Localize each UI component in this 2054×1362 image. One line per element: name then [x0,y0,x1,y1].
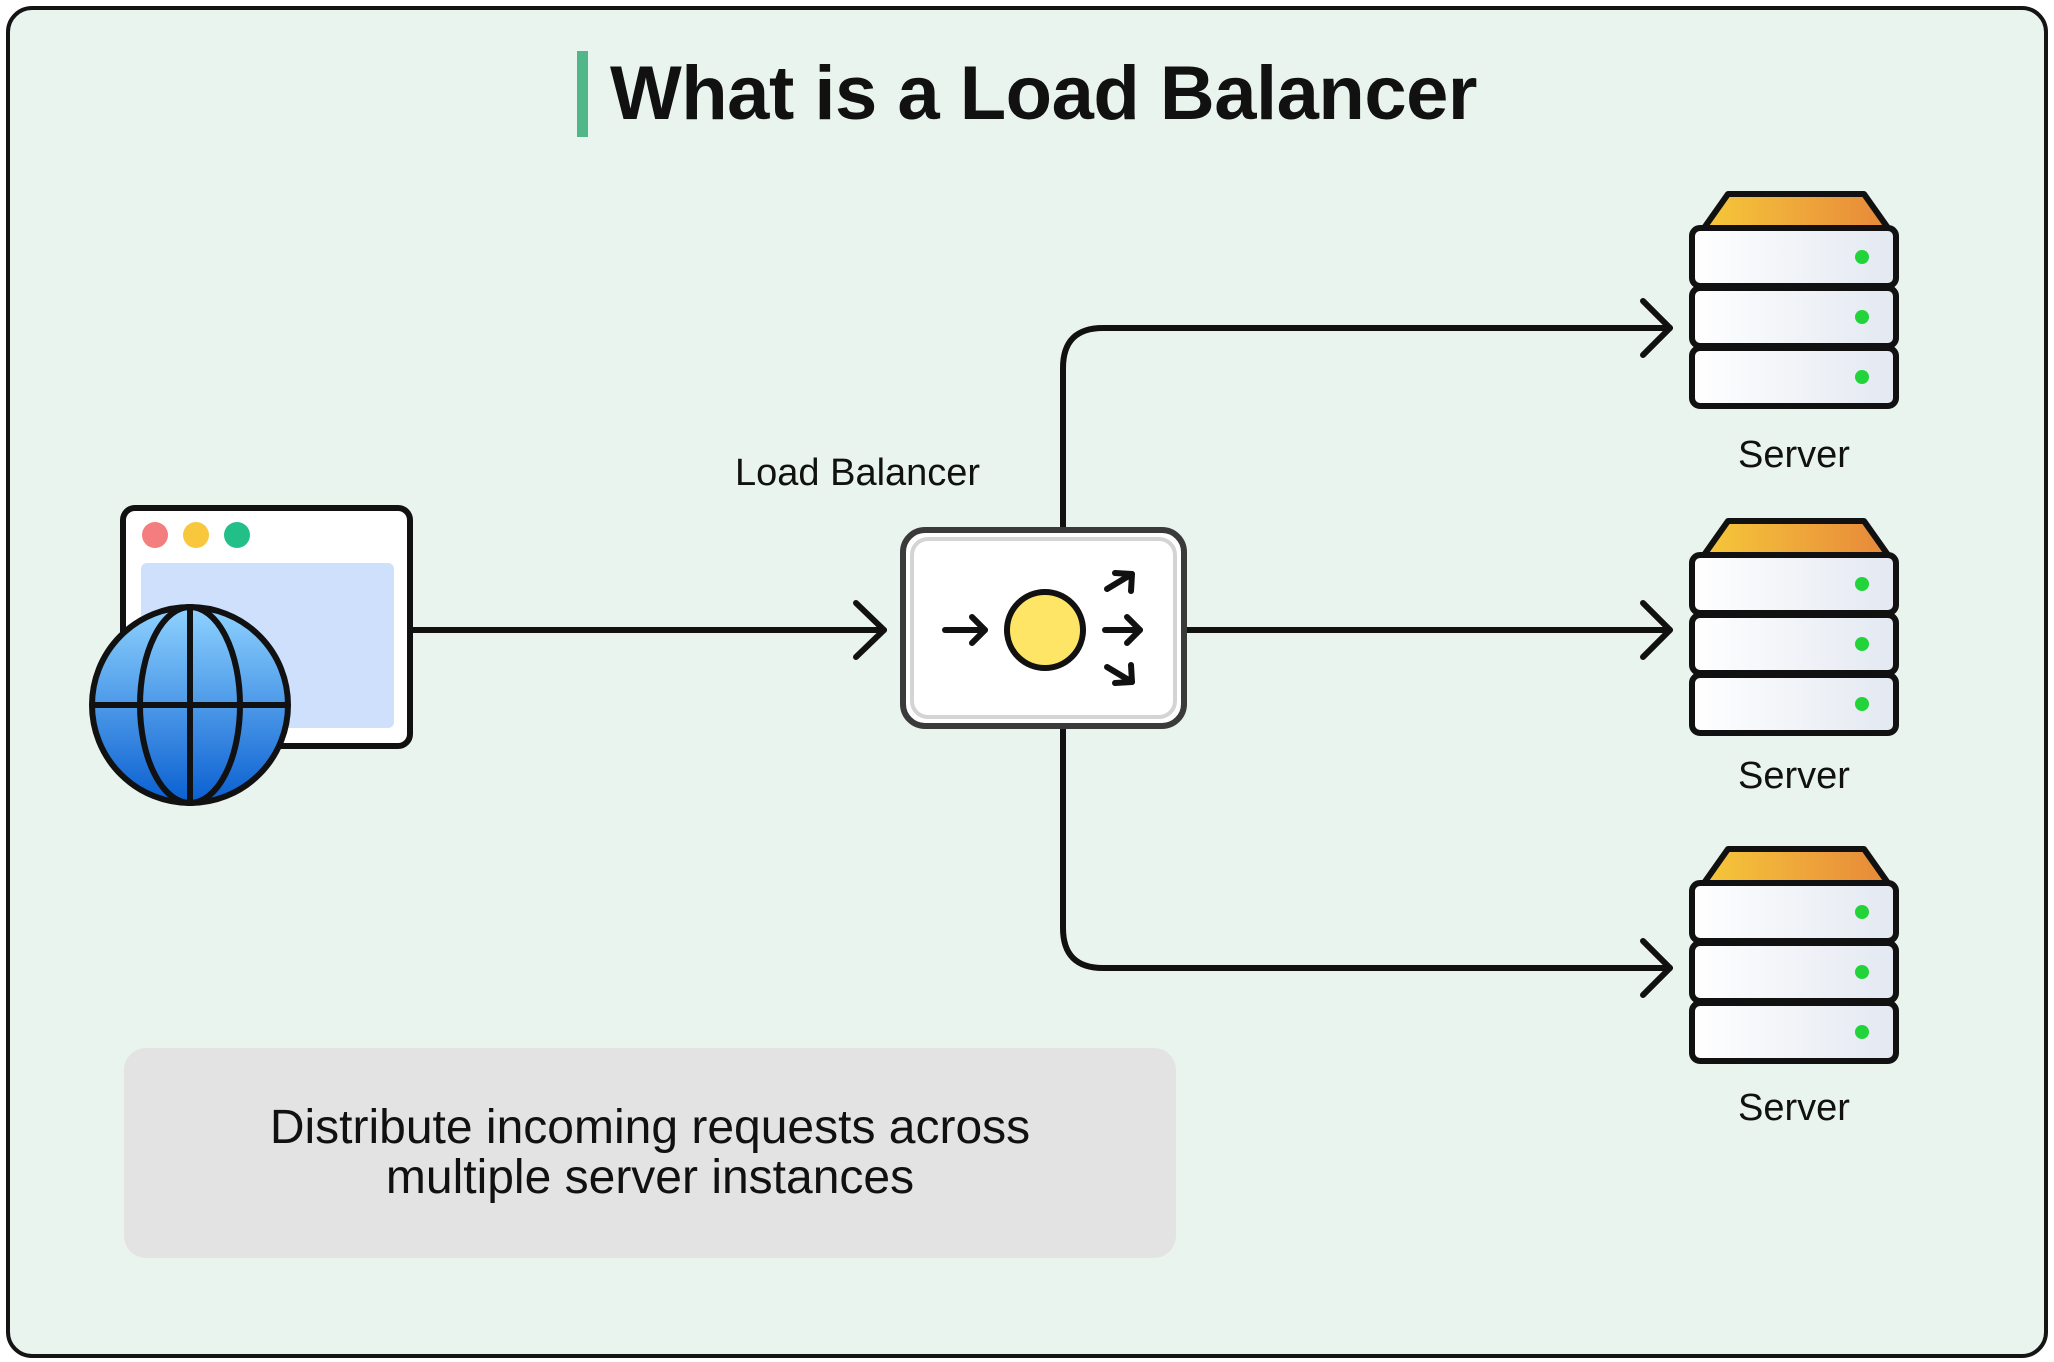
browser-globe-icon [89,505,413,806]
server-rack-icon-1 [1692,194,1896,406]
title-accent-bar [577,50,589,137]
client-to-balancer-arrowhead [853,600,887,660]
balancer-to-server-2-arrowhead [1640,600,1673,660]
server-rack-icon-2 [1692,521,1896,733]
server-label-2: Server [1738,755,1850,797]
description-box: Distribute incoming requests across mult… [124,1048,1176,1258]
server-rack-icon-3 [1692,849,1896,1061]
balancer-to-server-1-line [1060,325,1673,533]
balancer-to-server-3-line [1060,725,1673,971]
server-label-3: Server [1738,1087,1850,1129]
description-text: Distribute incoming requests across mult… [269,1101,1031,1204]
balancer-to-server-3-arrowhead [1640,938,1673,998]
balancer-to-server-1-arrowhead [1640,298,1673,358]
title-block: What is a Load Balancer [0,50,2054,142]
load-balancer-label: Load Balancer [735,452,981,494]
connections [409,298,1673,998]
load-balancer-icon [900,527,1187,729]
page-title: What is a Load Balancer [610,51,1477,136]
server-label-1: Server [1738,434,1850,476]
